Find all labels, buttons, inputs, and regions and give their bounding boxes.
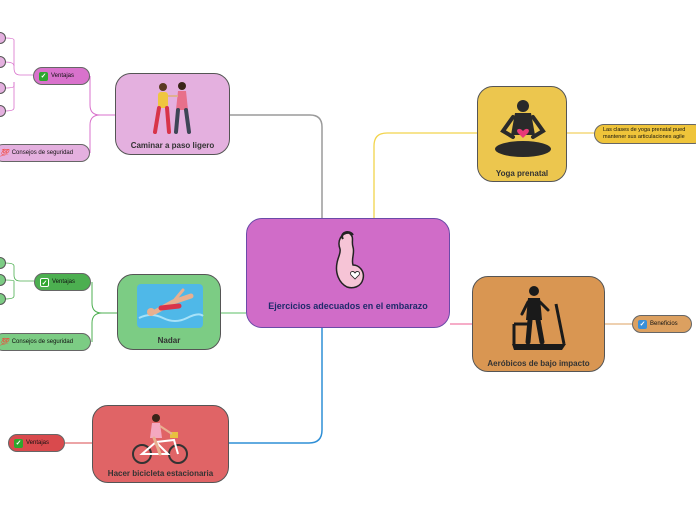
yoga-note-pill[interactable]: Las clases de yoga prenatal pued mantene… <box>594 124 696 144</box>
aerobicos-beneficios-pill[interactable]: ✓ Beneficios <box>632 315 692 333</box>
topic-yoga-title: Yoga prenatal <box>495 169 549 178</box>
caminar-ventajas-pill[interactable]: ✓ Ventajas <box>33 67 90 85</box>
check-icon: ✓ <box>40 277 49 287</box>
topic-bicicleta[interactable]: Hacer bicicleta estacionaria <box>92 405 229 483</box>
cyclist-icon <box>132 414 188 464</box>
bici-ventajas-label: Ventajas <box>26 440 50 446</box>
topic-yoga[interactable]: Yoga prenatal <box>477 86 567 182</box>
topic-aerobicos[interactable]: Aeróbicos de bajo impacto <box>472 276 605 372</box>
caminar-consejos-pill[interactable]: 💯 Consejos de seguridad <box>0 144 90 162</box>
topic-nadar[interactable]: Nadar <box>117 274 221 350</box>
hundred-points-icon: 💯 <box>0 339 9 346</box>
swimmer-icon <box>137 284 204 328</box>
topic-bicicleta-title: Hacer bicicleta estacionaria <box>107 469 214 478</box>
yoga-meditation-icon <box>495 100 551 157</box>
aerobicos-beneficios-label: Beneficios <box>650 321 678 327</box>
central-topic[interactable]: Ejercicios adecuados en el embarazo <box>246 218 450 328</box>
hundred-points-icon: 💯 <box>0 150 9 157</box>
pregnant-woman-icon <box>335 231 365 289</box>
check-icon: ✓ <box>14 438 23 448</box>
check-icon: ✓ <box>39 71 48 81</box>
topic-caminar[interactable]: Caminar a paso ligero <box>115 73 230 155</box>
caminar-consejos-label: Consejos de seguridad <box>11 150 74 156</box>
nadar-ventajas-label: Ventajas <box>52 279 76 285</box>
topic-nadar-title: Nadar <box>157 336 181 345</box>
walking-couple-icon <box>153 82 191 134</box>
nadar-consejos-pill[interactable]: 💯 Consejos de seguridad <box>0 333 91 351</box>
nadar-ventajas-pill[interactable]: ✓ Ventajas <box>34 273 91 291</box>
nadar-consejos-label: Consejos de seguridad <box>11 339 74 345</box>
topic-caminar-title: Caminar a paso ligero <box>130 141 215 150</box>
yoga-note-text: Las clases de yoga prenatal pued mantene… <box>603 127 686 140</box>
topic-aerobicos-title: Aeróbicos de bajo impacto <box>487 359 590 368</box>
check-icon: ✓ <box>638 319 647 329</box>
caminar-ventajas-label: Ventajas <box>51 73 75 79</box>
bici-ventajas-pill[interactable]: ✓ Ventajas <box>8 434 65 452</box>
central-topic-title: Ejercicios adecuados en el embarazo <box>268 301 428 311</box>
treadmill-icon <box>512 286 566 350</box>
